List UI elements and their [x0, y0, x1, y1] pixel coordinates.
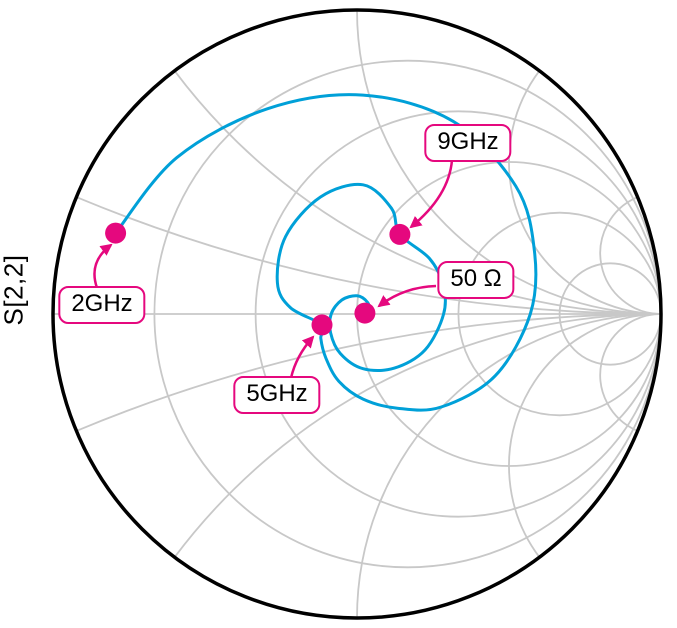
smith-grid — [53, 9, 662, 619]
reactance-arc--0.2 — [76, 313, 662, 432]
reactance-arc-1 — [356, 9, 662, 315]
reactance-arc--0.5 — [173, 313, 662, 558]
s22-trace — [114, 93, 538, 412]
reactance-arc-0.2 — [76, 196, 662, 315]
annotation-arrow-9ghz — [409, 159, 454, 229]
trace-markers — [105, 222, 411, 336]
annotation-arrow-50ohm — [377, 284, 437, 308]
chart-outline — [51, 8, 663, 620]
reactance-arc-5 — [599, 196, 662, 315]
annotation-arrow-5ghz — [289, 335, 315, 379]
annotation-50ohm: 50 Ω — [437, 261, 515, 299]
annotation-arrow-2ghz — [93, 243, 113, 289]
marker-2ghz — [105, 222, 127, 244]
marker-5ghz — [311, 314, 333, 336]
reactance-arc-0.5 — [173, 70, 662, 315]
annotation-5ghz: 5GHz — [233, 376, 321, 414]
reactance-arc--2 — [508, 313, 662, 558]
y-axis-label: S[2,2] — [0, 254, 29, 326]
annotation-9ghz: 9GHz — [424, 124, 512, 162]
reactance-arc--5 — [599, 313, 662, 432]
annotation-arrows — [93, 159, 454, 379]
marker-9ghz — [389, 223, 411, 245]
reactance-arc--1 — [356, 313, 662, 619]
annotation-2ghz: 2GHz — [58, 286, 146, 324]
marker-50ohm — [354, 302, 376, 324]
reactance-arc-2 — [508, 70, 662, 315]
